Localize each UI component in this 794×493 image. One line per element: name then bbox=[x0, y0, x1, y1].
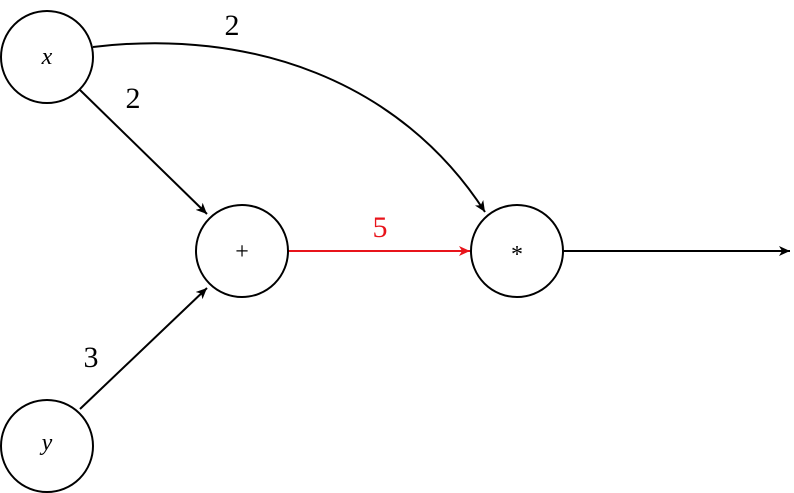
edge-y-to-plus-label: 3 bbox=[84, 341, 99, 374]
edge-y-to-plus bbox=[79, 287, 208, 410]
edge-plus-to-mult-label: 5 bbox=[373, 211, 388, 244]
edge-x-to-plus bbox=[79, 89, 208, 215]
edge-x-to-plus-label: 2 bbox=[126, 82, 141, 115]
node-plus: + bbox=[195, 204, 289, 298]
node-y-label: y bbox=[40, 430, 53, 456]
node-mult-label: * bbox=[511, 242, 523, 268]
edge-x-to-mult bbox=[92, 42, 486, 213]
node-x: x bbox=[0, 10, 94, 104]
node-x-label: x bbox=[41, 44, 53, 70]
node-plus-label: + bbox=[235, 239, 249, 265]
node-mult: * bbox=[470, 204, 564, 298]
edge-x-to-mult-label: 2 bbox=[225, 9, 240, 42]
node-y: y bbox=[0, 399, 94, 493]
